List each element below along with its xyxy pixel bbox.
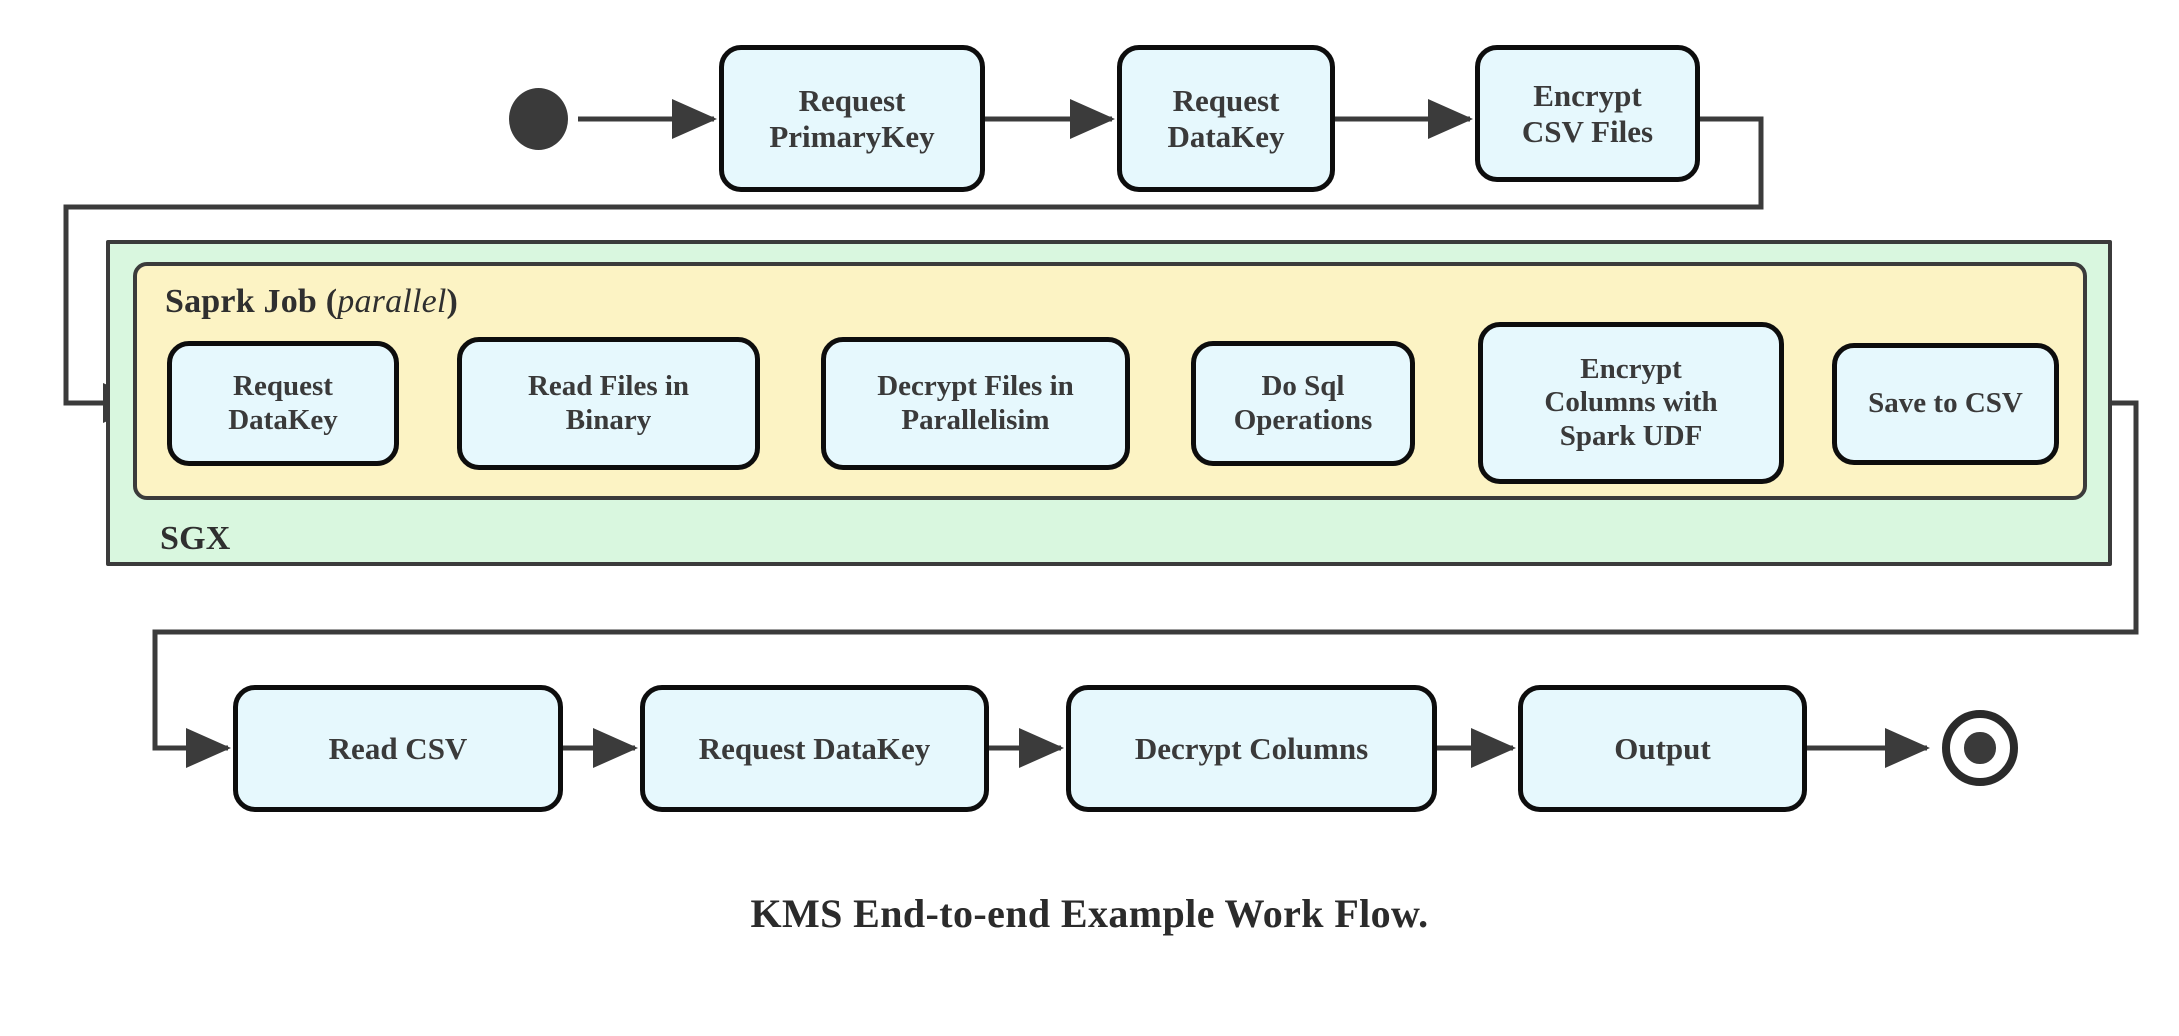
node-line: Encrypt xyxy=(1580,352,1682,385)
spark-job-label-open-paren: ( xyxy=(317,283,338,320)
node-line: Do Sql xyxy=(1261,369,1345,402)
node-line: Decrypt Files in xyxy=(877,369,1074,402)
node-line: CSV Files xyxy=(1521,113,1654,149)
node-line: Spark UDF xyxy=(1559,419,1703,452)
node-line: Request xyxy=(1172,82,1280,118)
node-request-datakey-spark[interactable]: Request DataKey xyxy=(167,341,399,466)
node-line: DataKey xyxy=(1167,118,1285,154)
node-request-primarykey[interactable]: Request PrimaryKey xyxy=(719,45,985,192)
node-read-csv[interactable]: Read CSV xyxy=(233,685,563,812)
node-request-datakey-bottom[interactable]: Request DataKey xyxy=(640,685,989,812)
spark-job-label-text: Saprk Job xyxy=(165,283,318,320)
node-line: Parallelisim xyxy=(901,403,1050,436)
node-decrypt-files-in-parallelisim[interactable]: Decrypt Files in Parallelisim xyxy=(821,337,1130,470)
end-node xyxy=(1942,710,2018,786)
node-save-to-csv[interactable]: Save to CSV xyxy=(1832,343,2059,465)
diagram-caption: KMS End-to-end Example Work Flow. xyxy=(750,891,1429,936)
node-line: Read Files in xyxy=(527,369,690,402)
node-output[interactable]: Output xyxy=(1518,685,1807,812)
spark-job-label: Saprk Job (parallel) xyxy=(165,283,458,321)
node-read-files-in-binary[interactable]: Read Files in Binary xyxy=(457,337,760,470)
end-node-inner-dot xyxy=(1964,732,1996,764)
node-line: DataKey xyxy=(228,403,338,436)
node-line: Binary xyxy=(565,403,652,436)
node-line: Request xyxy=(233,369,333,402)
node-line: Read CSV xyxy=(328,730,468,766)
node-line: PrimaryKey xyxy=(769,118,935,154)
sgx-label: SGX xyxy=(160,520,231,557)
node-line: Encrypt xyxy=(1533,77,1642,113)
node-line: Request DataKey xyxy=(698,730,931,766)
spark-job-label-close-paren: ) xyxy=(446,283,459,320)
node-encrypt-csv-files[interactable]: Encrypt CSV Files xyxy=(1475,45,1700,182)
node-line: Output xyxy=(1614,730,1711,766)
node-line: Columns with xyxy=(1544,386,1718,419)
node-line: Save to CSV xyxy=(1868,387,2023,420)
node-encrypt-columns-with-spark-udf[interactable]: Encrypt Columns with Spark UDF xyxy=(1478,322,1784,484)
node-line: Decrypt Columns xyxy=(1134,730,1369,766)
node-line: Operations xyxy=(1233,403,1373,436)
node-line: Request xyxy=(798,82,906,118)
start-node xyxy=(509,88,568,150)
spark-job-label-italic: parallel xyxy=(337,283,447,320)
node-do-sql-operations[interactable]: Do Sql Operations xyxy=(1191,341,1415,466)
node-request-datakey-top[interactable]: Request DataKey xyxy=(1117,45,1335,192)
node-decrypt-columns[interactable]: Decrypt Columns xyxy=(1066,685,1437,812)
